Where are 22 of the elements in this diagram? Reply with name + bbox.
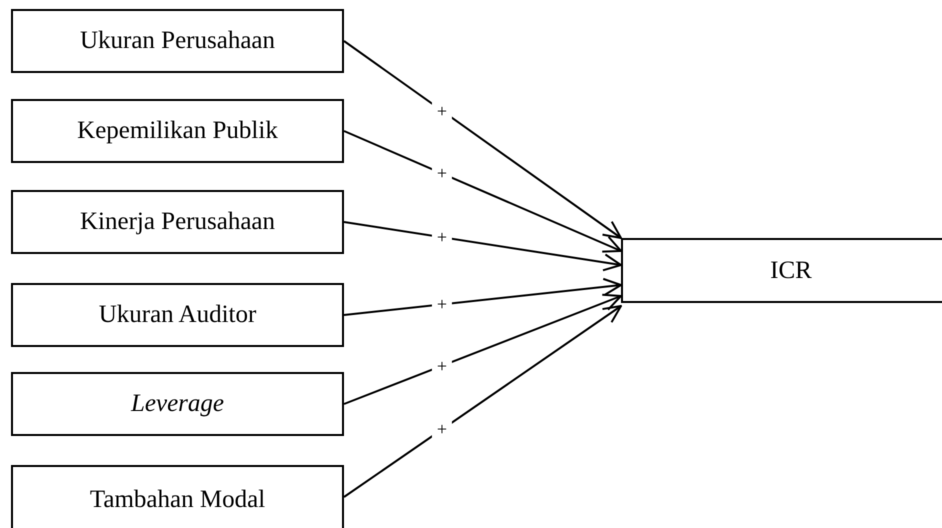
variable-box [621, 238, 942, 303]
arrow [344, 221, 622, 272]
variable-name: ICR [770, 256, 812, 284]
variable-name: Kinerja Perusahaan [80, 208, 276, 236]
variable-name: Ukuran Auditor [98, 301, 256, 329]
variable-name: Kepemilikan Publik [77, 117, 278, 145]
variable-box [11, 99, 344, 163]
variable-name: Tambahan Modal [90, 486, 266, 514]
edge-label: + [432, 418, 452, 440]
variable-box [11, 283, 344, 347]
edge-label: + [432, 100, 452, 122]
arrow [344, 130, 622, 253]
variable-name: Leverage [130, 390, 224, 418]
variable-box [11, 190, 344, 254]
arrow [344, 278, 622, 316]
variable-box [11, 372, 344, 436]
arrow [343, 305, 622, 498]
arrow [344, 294, 622, 405]
arrow [343, 40, 622, 239]
variable-name: Ukuran Perusahaan [80, 27, 276, 55]
variable-box [11, 9, 344, 73]
variable-box [11, 465, 344, 528]
